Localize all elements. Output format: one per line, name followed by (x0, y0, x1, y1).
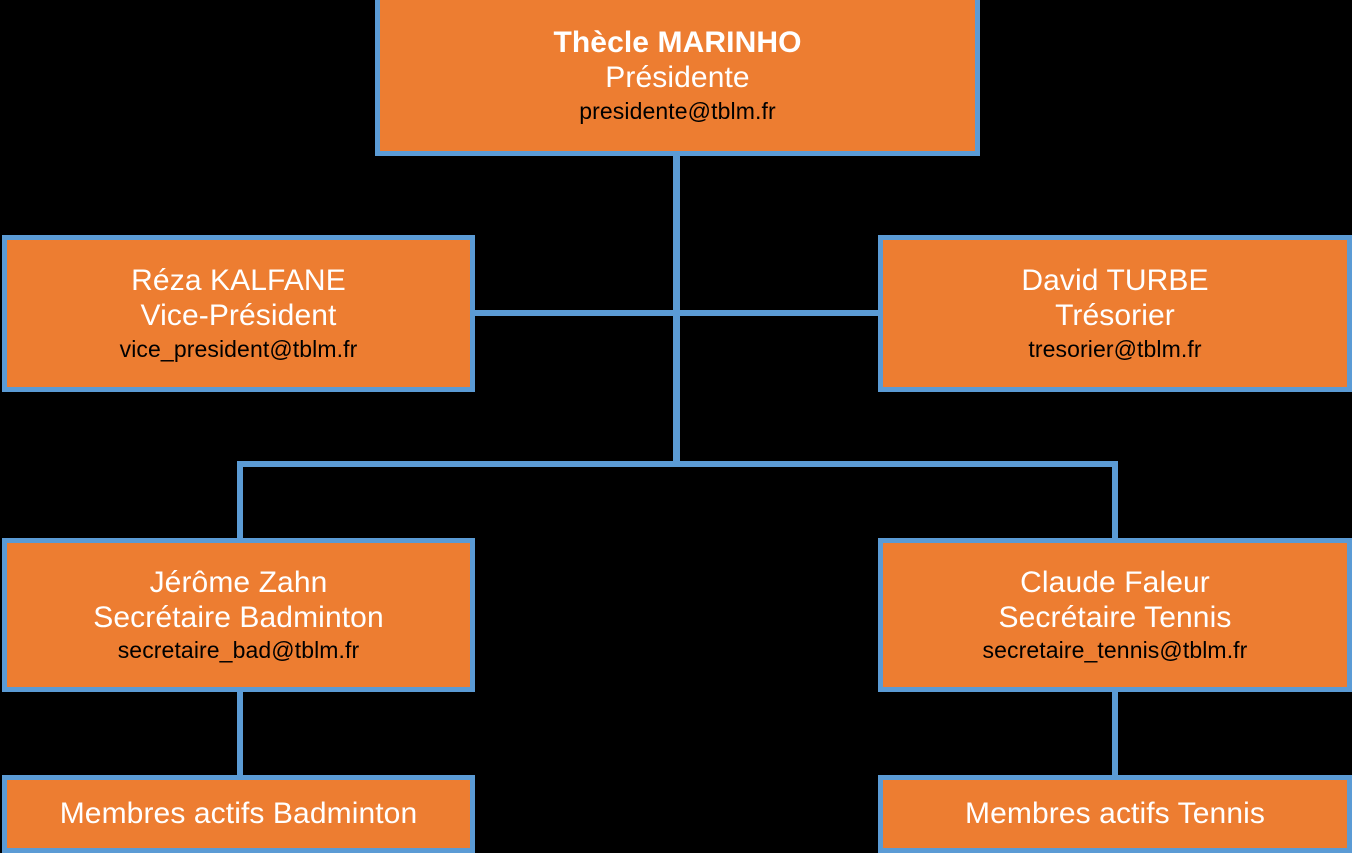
vice-president-email[interactable]: vice_president@tblm.fr (119, 335, 358, 362)
connector-badminton-branch (237, 461, 243, 541)
node-membres-actifs-badminton[interactable]: Membres actifs Badminton (2, 775, 475, 853)
secretaire-tennis-role: Secrétaire Tennis (998, 600, 1232, 634)
secretaire-tennis-name: Claude Faleur (1020, 565, 1210, 599)
vice-president-role: Vice-Président (140, 299, 337, 333)
membres-tennis-label: Membres actifs Tennis (965, 796, 1265, 830)
president-name: Thècle MARINHO (553, 26, 802, 60)
tresorier-name: David TURBE (1021, 264, 1209, 298)
connector-members-badminton (237, 690, 243, 778)
node-tresorier[interactable]: David TURBE Trésorier tresorier@tblm.fr (878, 235, 1352, 392)
secretaire-tennis-email[interactable]: secretaire_tennis@tblm.fr (982, 637, 1248, 664)
tresorier-email[interactable]: tresorier@tblm.fr (1028, 335, 1202, 362)
president-role: Présidente (605, 61, 750, 95)
membres-badminton-label: Membres actifs Badminton (59, 796, 418, 830)
node-vice-president[interactable]: Réza KALFANE Vice-Président vice_preside… (2, 235, 475, 392)
vice-president-name: Réza KALFANE (131, 264, 346, 298)
secretaire-badminton-role: Secrétaire Badminton (93, 600, 384, 634)
secretaire-badminton-name: Jérôme Zahn (149, 565, 328, 599)
connector-members-tennis (1112, 690, 1118, 778)
president-email[interactable]: presidente@tblm.fr (579, 97, 776, 124)
connector-tennis-branch (1112, 461, 1118, 541)
node-membres-actifs-tennis[interactable]: Membres actifs Tennis (878, 775, 1352, 853)
node-president[interactable]: Thècle MARINHO Présidente presidente@tbl… (375, 0, 980, 156)
node-secretaire-badminton[interactable]: Jérôme Zahn Secrétaire Badminton secreta… (2, 538, 475, 692)
connector-president-vertical (673, 152, 680, 466)
tresorier-role: Trésorier (1055, 299, 1175, 333)
secretaire-badminton-email[interactable]: secretaire_bad@tblm.fr (117, 637, 360, 664)
connector-tier2-horizontal (470, 310, 882, 316)
node-secretaire-tennis[interactable]: Claude Faleur Secrétaire Tennis secretai… (878, 538, 1352, 692)
connector-tier3-horizontal (237, 461, 1118, 467)
